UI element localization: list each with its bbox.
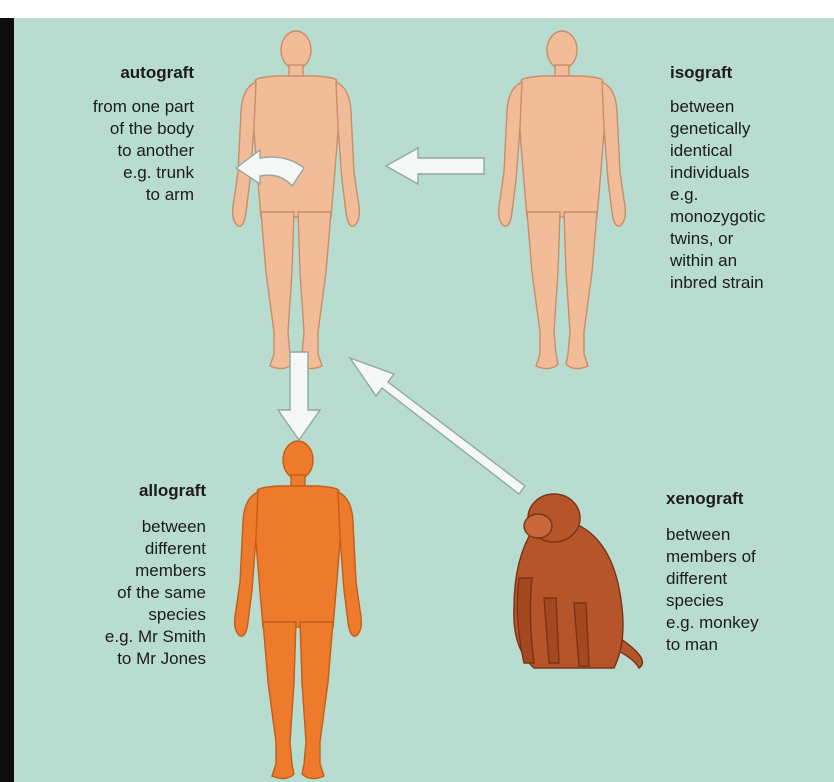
top-margin [14,0,834,18]
graft-types-diagram: autograft from one part of the body to a… [14,18,834,782]
isograft-description: between genetically identical individual… [670,96,834,294]
isograft-block: isograft between genetically identical i… [670,62,834,294]
autograft-block: autograft from one part of the body to a… [34,62,194,206]
xenograft-title: xenograft [666,488,830,510]
isograft-title: isograft [670,62,834,84]
isograft-to-autograft-arrow [386,148,484,184]
isograft-human-figure [499,31,626,369]
autograft-description: from one part of the body to another e.g… [34,96,194,206]
autograft-human-figure [233,31,360,369]
allograft-description: between different members of the same sp… [34,516,206,670]
left-border [0,18,14,782]
xenograft-description: between members of different species e.g… [666,524,830,656]
xenograft-monkey-figure [514,494,643,668]
autograft-title: autograft [34,62,194,84]
allograft-human-figure [235,441,362,779]
xenograft-to-autograft-arrow [350,358,525,494]
allograft-block: allograft between different members of t… [34,480,206,670]
xenograft-block: xenograft between members of different s… [666,488,830,656]
allograft-title: allograft [34,480,206,502]
